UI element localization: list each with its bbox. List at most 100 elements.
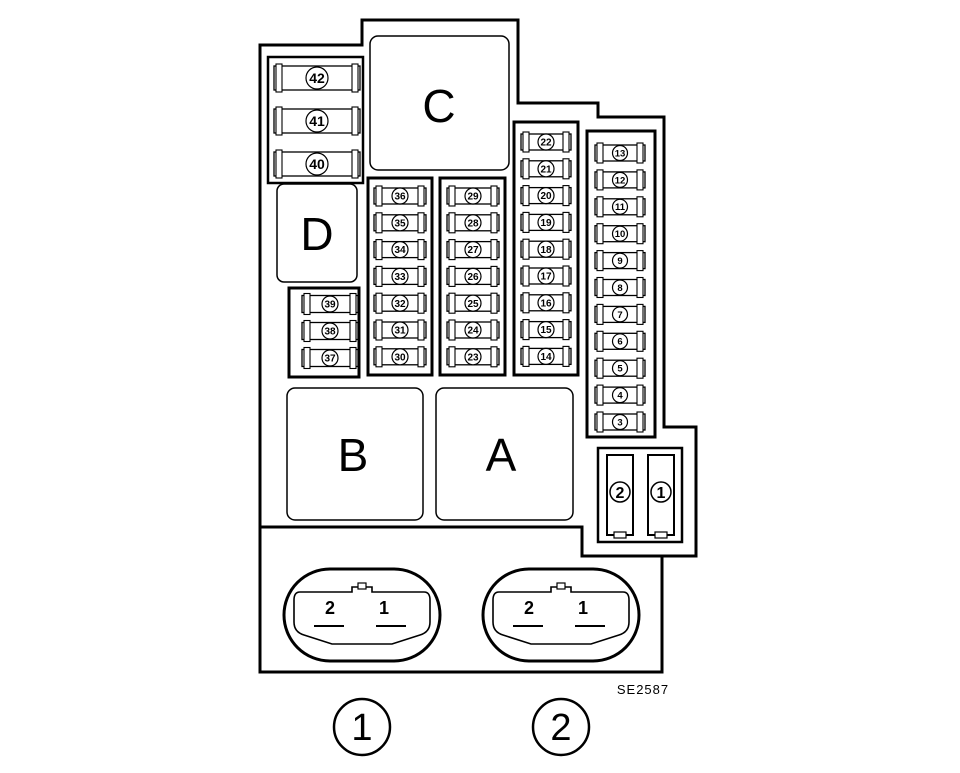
fuse-3: 3 (594, 411, 646, 433)
relay-a: A (435, 387, 574, 521)
fuse-36: 36 (373, 185, 427, 207)
fuse-40: 40 (273, 149, 361, 179)
fuse-25: 25 (446, 292, 500, 314)
maxi-fuse-number: 2 (616, 485, 625, 502)
fuse-number: 7 (617, 310, 622, 321)
fuse-11: 11 (594, 196, 646, 218)
fuse-26: 26 (446, 265, 500, 287)
fuse-number: 19 (540, 218, 552, 229)
maxi-fuse-1: 1 (647, 454, 675, 539)
fuse-number: 15 (540, 325, 552, 336)
fuse-number: 17 (540, 272, 552, 283)
fuse-number: 6 (617, 337, 622, 348)
fuse-23: 23 (446, 346, 500, 368)
relay-c: C (369, 35, 510, 171)
fuse-41: 41 (273, 106, 361, 136)
fuse-number: 13 (615, 148, 626, 159)
fuse-31: 31 (373, 319, 427, 341)
fuse-number: 38 (324, 327, 336, 338)
relay-b: B (286, 387, 424, 521)
relay-c-label: C (422, 80, 455, 132)
fuse-13: 13 (594, 142, 646, 164)
fuse-number: 41 (309, 113, 325, 129)
fuse-38: 38 (301, 319, 359, 343)
fuse-number: 18 (540, 245, 552, 256)
fuse-21: 21 (520, 158, 572, 180)
relay-d-label: D (300, 208, 333, 260)
fuse-34: 34 (373, 239, 427, 261)
fuse-block-frame-3-13 (585, 129, 657, 439)
relay-d: D (276, 183, 358, 283)
fuse-32: 32 (373, 292, 427, 314)
fuse-number: 25 (467, 299, 479, 310)
fuse-5: 5 (594, 357, 646, 379)
fuse-number: 35 (394, 218, 406, 229)
fuse-number: 34 (394, 245, 406, 256)
fuse-number: 26 (467, 272, 479, 283)
fuse-number: 9 (617, 256, 622, 267)
fuse-number: 33 (394, 272, 406, 283)
fuse-16: 16 (520, 292, 572, 314)
fuse-24: 24 (446, 319, 500, 341)
fuse-block-frame-14-22 (512, 120, 580, 377)
fuse-number: 22 (540, 138, 552, 149)
fuse-number: 27 (467, 245, 479, 256)
fuse-17: 17 (520, 265, 572, 287)
fuse-number: 31 (394, 326, 406, 337)
reference-code: SE2587 (617, 682, 669, 697)
fuse-number: 36 (394, 192, 406, 203)
fuse-number: 8 (617, 283, 622, 294)
fuse-column-frames (266, 55, 657, 439)
fuse-30: 30 (373, 346, 427, 368)
connector-pin-number: 1 (578, 598, 588, 618)
fuse-number: 23 (467, 352, 479, 363)
fuse-number: 39 (324, 300, 336, 311)
connector-area-divider (260, 525, 696, 558)
fuse-22: 22 (520, 131, 572, 153)
fuse-4: 4 (594, 384, 646, 406)
fuse-number: 42 (309, 70, 325, 86)
fuse-35: 35 (373, 212, 427, 234)
fuse-number: 12 (615, 175, 626, 186)
fuse-28: 28 (446, 212, 500, 234)
connector-callout-number: 1 (351, 707, 372, 749)
connector-callout-circle (332, 697, 392, 757)
connector-pin-number: 1 (379, 598, 389, 618)
relay-a-label: A (486, 429, 517, 481)
fuse-number: 16 (540, 298, 552, 309)
fuse-number: 21 (540, 164, 552, 175)
fuse-number: 37 (324, 354, 336, 365)
fuse-number: 3 (617, 417, 622, 428)
relay-b-label: B (338, 429, 369, 481)
fuse-number: 24 (467, 326, 479, 337)
fuse-number: 20 (540, 191, 552, 202)
fuse-number: 28 (467, 218, 479, 229)
fuse-number: 30 (394, 352, 406, 363)
fuse-18: 18 (520, 238, 572, 260)
maxi-fuse-2: 2 (606, 454, 634, 539)
fuse-number: 11 (615, 202, 626, 213)
fuse-29: 29 (446, 185, 500, 207)
connector-callout-circle (531, 697, 591, 757)
fuse-10: 10 (594, 223, 646, 245)
fuse-7: 7 (594, 303, 646, 325)
fuse-block-frame-23-29 (438, 176, 507, 377)
fuse-block-frame-40-42 (266, 55, 365, 185)
fuse-number: 10 (615, 229, 626, 240)
maxi-fuse-number: 1 (657, 485, 666, 502)
maxi-fuse-holder (596, 446, 684, 544)
fuse-6: 6 (594, 330, 646, 352)
fuse-block-frame-37-39 (287, 286, 361, 379)
fuse-number: 40 (309, 156, 325, 172)
fuse-number: 29 (467, 192, 479, 203)
fuses-layer: 4241403938373635343332313029282726252423… (273, 63, 646, 433)
fuse-box-housing (258, 18, 698, 674)
fuse-15: 15 (520, 319, 572, 341)
fuse-number: 5 (617, 364, 623, 375)
fuse-block-frame-30-36 (366, 176, 434, 377)
